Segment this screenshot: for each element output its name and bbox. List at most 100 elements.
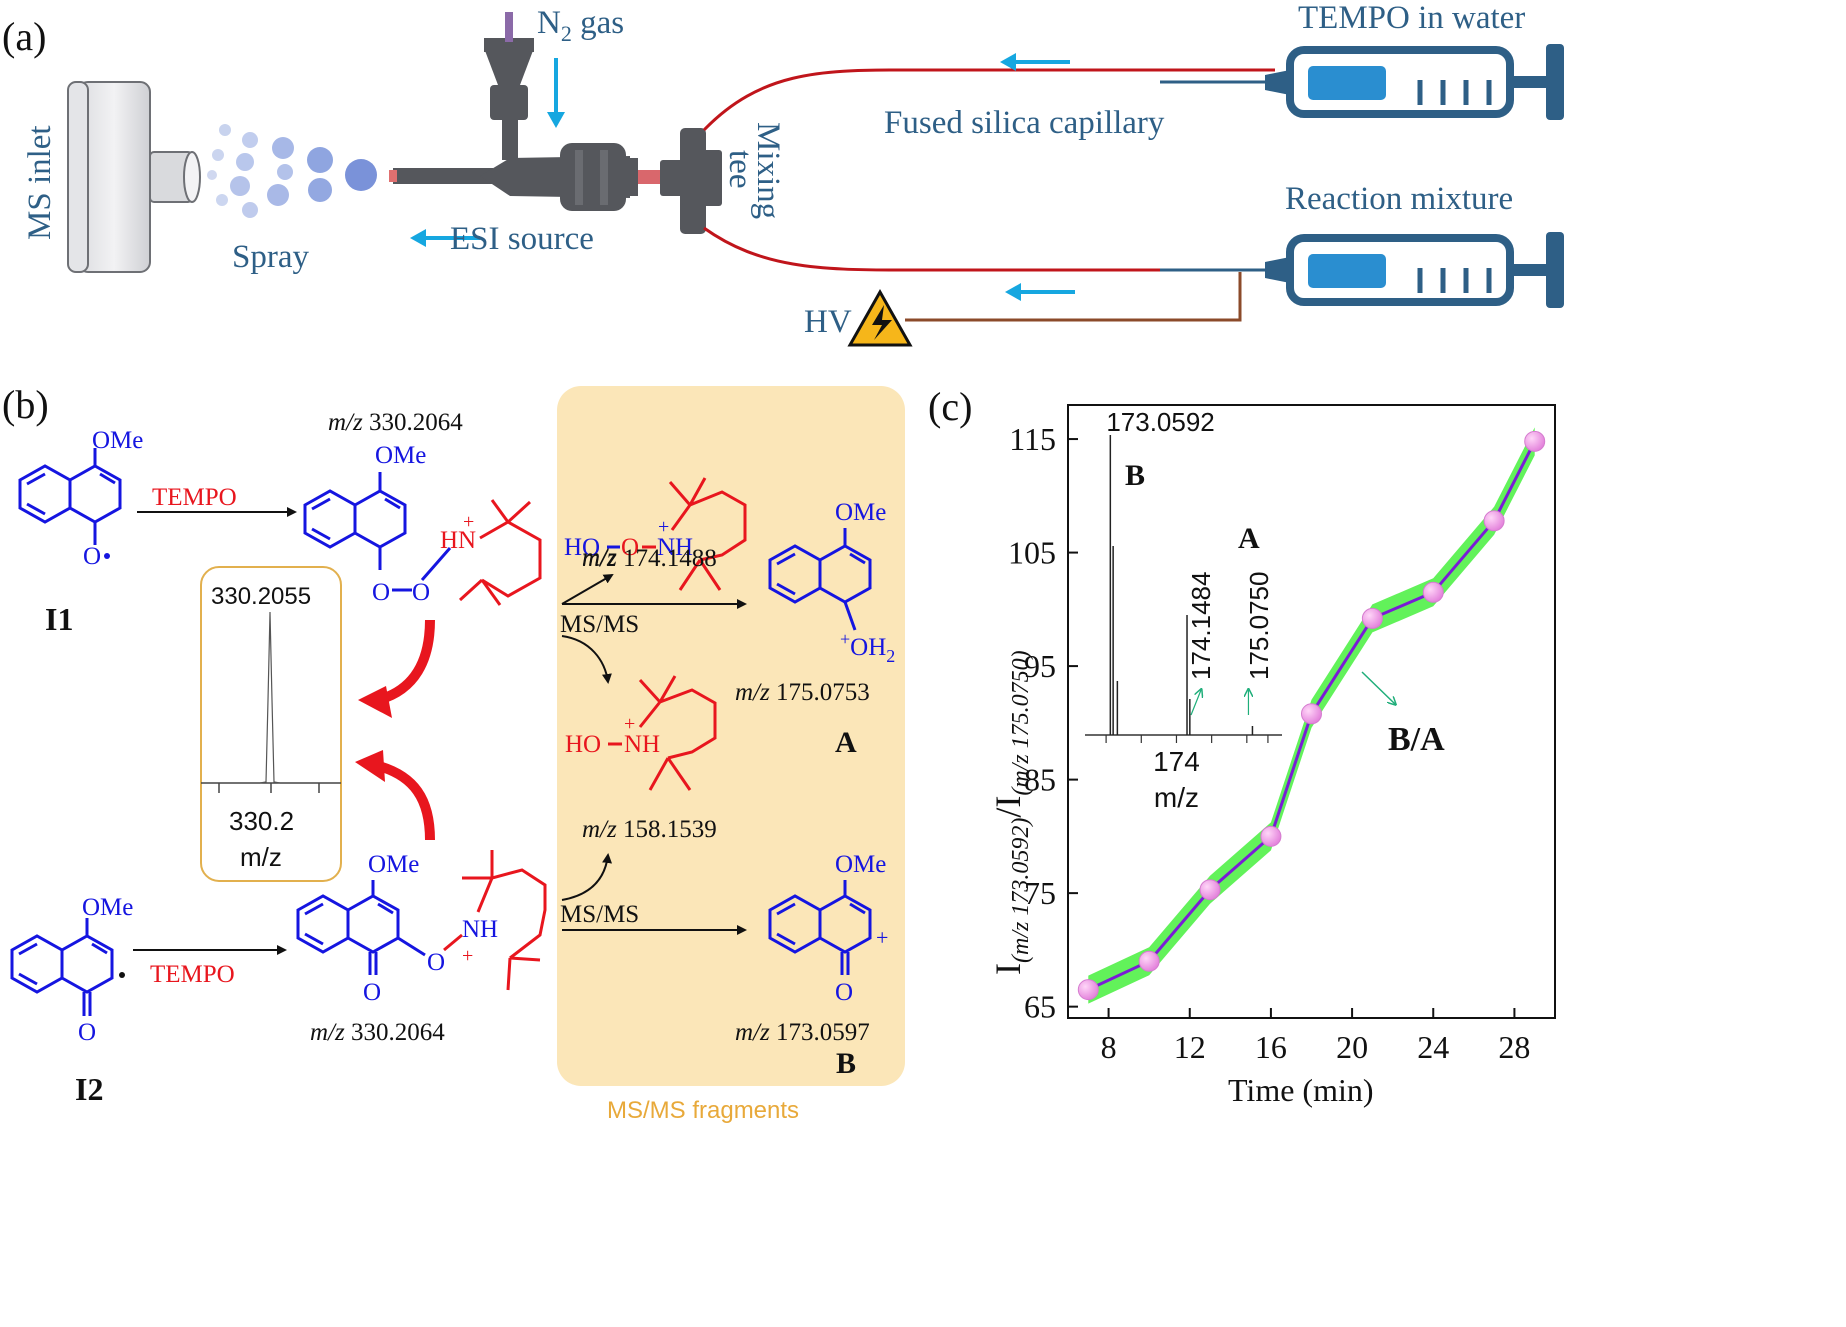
- frag-b-label: B: [836, 1047, 856, 1080]
- capillary-bottom: [703, 226, 1160, 272]
- tempo-label-bottom: TEMPO: [150, 961, 235, 988]
- i1-radical-dot: [104, 553, 110, 559]
- frag158-mz: m/z 158.1539: [582, 816, 717, 843]
- inset-peak-trace: [259, 611, 281, 784]
- frag174-mz: m/z: [582, 544, 617, 571]
- i2-label: I2: [75, 1071, 103, 1107]
- frag-a-ome: OMe: [835, 499, 886, 526]
- tempo-ring-frag158: [638, 675, 717, 791]
- frag174-mz-real: m/z 174.1488: [582, 545, 717, 572]
- molecule-adduct-bottom: [296, 880, 463, 975]
- i1-ome: OMe: [92, 427, 143, 454]
- adduct-top-ome: OMe: [375, 442, 426, 469]
- red-arrow-top: [376, 619, 435, 705]
- inset-xtick-label: 174: [1153, 746, 1200, 777]
- i2-ome: OMe: [82, 894, 133, 921]
- molecule-fragment-a: [768, 528, 872, 631]
- tempo-ring-bottom: [462, 850, 547, 991]
- frag158-plus: +: [624, 713, 635, 735]
- ratio-arrow: [1361, 671, 1395, 704]
- capillary-label: Fused silica capillary: [884, 105, 1165, 141]
- n2-arrow-head: [547, 112, 565, 128]
- adduct-top-o2: O: [412, 579, 430, 606]
- frag-a-mz: m/z 175.0753: [735, 679, 870, 706]
- tempo-syringe-label: TEMPO in water: [1298, 0, 1525, 36]
- msms-label-2: MS/MS: [560, 901, 639, 928]
- x-axis-label: Time (min): [1228, 1072, 1374, 1108]
- x-tick-label-0: 8: [1101, 1029, 1117, 1065]
- y-tick-label-3: 95: [1024, 648, 1056, 684]
- spray-label: Spray: [232, 239, 309, 275]
- adduct-bottom-mz: m/z 330.2064: [310, 1019, 445, 1046]
- adduct-top-mz: m/z 330.2064: [328, 409, 463, 436]
- adduct-bottom-carbonyl: O: [363, 979, 381, 1006]
- inset-tick-label: 330.2: [229, 806, 294, 836]
- inset-peak-label-b: 173.0592: [1106, 407, 1214, 437]
- adduct-bottom-o: O: [427, 949, 445, 976]
- arrow-frag174: [561, 573, 614, 605]
- tempo-label-top: TEMPO: [152, 484, 237, 511]
- y-tick-label-2: 85: [1024, 762, 1056, 798]
- frag-a-label: A: [835, 726, 857, 759]
- adduct-bottom-plus: +: [462, 945, 473, 967]
- x-tick-label-4: 24: [1417, 1029, 1449, 1065]
- panel-a: (a) MS inlet Spray: [2, 0, 1564, 347]
- data-point-0: [1077, 979, 1099, 1001]
- mixing-tee-label-1: Mixing: [750, 122, 786, 219]
- arrow-frag158: [561, 635, 612, 684]
- spray-droplets: [207, 124, 377, 218]
- esi-source-label: ESI source: [450, 221, 594, 257]
- n2-gas-label: N2 gas: [537, 5, 624, 46]
- molecule-fragment-b: [768, 880, 872, 975]
- inset-peak-label-175: 175.0750: [1244, 572, 1274, 680]
- y-tick-label-0: 65: [1024, 989, 1056, 1025]
- frag158-nh: NH: [624, 731, 660, 758]
- molecule-i1: [18, 448, 122, 545]
- y-tick-label-5: 115: [1009, 421, 1056, 457]
- inset-xlabel: m/z: [1154, 782, 1199, 813]
- mixing-tee-label-2: tee: [722, 150, 758, 188]
- arrow-frag158-b: [561, 853, 613, 901]
- y-tick-label-4: 105: [1008, 535, 1056, 571]
- syringe-tempo: [1160, 44, 1564, 120]
- tempo-ring-frag174: [668, 477, 747, 591]
- data-point-5: [1361, 607, 1383, 629]
- frag174-nh: NH: [657, 534, 693, 561]
- frag174-o: O: [621, 534, 639, 561]
- msms-fragments-box: [557, 386, 905, 1086]
- esi-source: [389, 12, 678, 211]
- frag-b-mz: m/z 173.0597: [735, 1019, 870, 1046]
- x-tick-label-1: 12: [1174, 1029, 1206, 1065]
- adduct-top-o1: O: [372, 579, 390, 606]
- frag-b-ome: OMe: [835, 851, 886, 878]
- data-point-4: [1301, 703, 1322, 725]
- inset-arrow-174: [1190, 690, 1201, 716]
- panel-b: (b) MS/MS fragments OMe O I1 TEMPO m/z 3…: [2, 382, 905, 1124]
- i2-oxygen: O: [78, 1019, 96, 1046]
- i2-radical-dot: [119, 972, 125, 978]
- red-arrow-bottom: [373, 760, 435, 841]
- tempo-ring-top: [458, 499, 542, 606]
- panel-a-label: (a): [2, 14, 46, 59]
- inset-peak-label: 330.2055: [211, 583, 311, 610]
- data-point-6: [1422, 581, 1444, 603]
- msms-label-1: MS/MS: [560, 611, 639, 638]
- data-point-3: [1260, 825, 1282, 847]
- data-point-2: [1199, 879, 1221, 901]
- plot-frame: [1067, 404, 1556, 1019]
- data-point-8: [1524, 430, 1546, 452]
- frag158-ho: HO: [565, 731, 601, 758]
- data-point-1: [1138, 950, 1160, 972]
- i1-label: I1: [45, 601, 73, 637]
- frag-b-o: O: [835, 979, 853, 1006]
- frag-b-plus: +: [876, 925, 888, 950]
- ms-inlet-label: MS inlet: [22, 125, 58, 240]
- panel-c-label: (c): [928, 384, 972, 429]
- hv-wire: [905, 272, 1242, 322]
- ms-inlet: MS inlet: [22, 81, 201, 273]
- inset-peak-label-174: 174.1484: [1186, 572, 1216, 680]
- adduct-bottom-nh: NH: [462, 916, 498, 943]
- inset-a-label: A: [1238, 522, 1260, 555]
